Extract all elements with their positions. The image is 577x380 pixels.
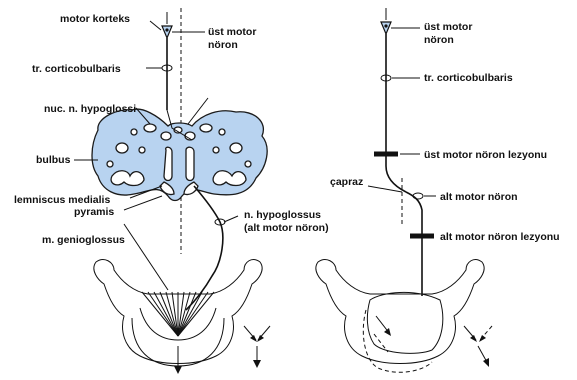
tongue-protrusion-arrow-left	[174, 346, 182, 374]
label-alt-motor-noron: alt motor nöron	[440, 191, 518, 203]
pointer-genioglossus	[124, 224, 168, 290]
label-alt-motor-lezyonu: alt motor nöron lezyonu	[440, 231, 560, 243]
mandible-right	[316, 260, 484, 373]
genioglossus-fan	[142, 292, 214, 336]
upper-motor-neuron-right	[381, 8, 391, 34]
label-n-hypoglossus-2: (alt motor nöron)	[244, 222, 329, 234]
hypoglossal-nerve-right	[406, 192, 422, 296]
label-ust-motor-right-2: nöron	[424, 34, 454, 46]
corticobulbar-fiber-right	[386, 34, 406, 192]
force-vector-diagram-right	[464, 326, 492, 367]
label-motor-korteks: motor korteks	[60, 13, 130, 25]
upper-motor-neuron-left	[162, 12, 172, 38]
label-tr-corticobulbaris-right: tr. corticobulbaris	[424, 72, 513, 84]
label-n-hypoglossus-1: n. hypoglossus	[244, 209, 321, 221]
medulla-cross-section	[92, 109, 267, 200]
label-lemniscus-medialis: lemniscus medialis	[14, 194, 110, 206]
pointer-pyramis	[124, 196, 162, 210]
label-tr-corticobulbaris-left: tr. corticobulbaris	[32, 63, 121, 75]
label-nuc-hypoglossi: nuc. n. hypoglossi	[44, 103, 136, 115]
label-ust-motor-lezyonu: üst motor nöron lezyonu	[424, 149, 547, 161]
force-vector-diagram-left	[244, 326, 270, 368]
pointer-n-hypoglossus	[224, 216, 238, 222]
label-bulbus: bulbus	[36, 154, 71, 166]
hypoglossal-nerve-left	[186, 186, 223, 310]
label-pyramis: pyramis	[74, 206, 114, 218]
label-ust-motor-left-2: nöron	[208, 39, 238, 51]
label-capraz: çapraz	[330, 176, 363, 188]
label-ust-motor-right-1: üst motor	[424, 21, 472, 33]
label-ust-motor-left-1: üst motor	[208, 26, 256, 38]
label-m-genioglossus: m. genioglossus	[42, 234, 125, 246]
pointer-motor-kortex	[150, 21, 161, 30]
